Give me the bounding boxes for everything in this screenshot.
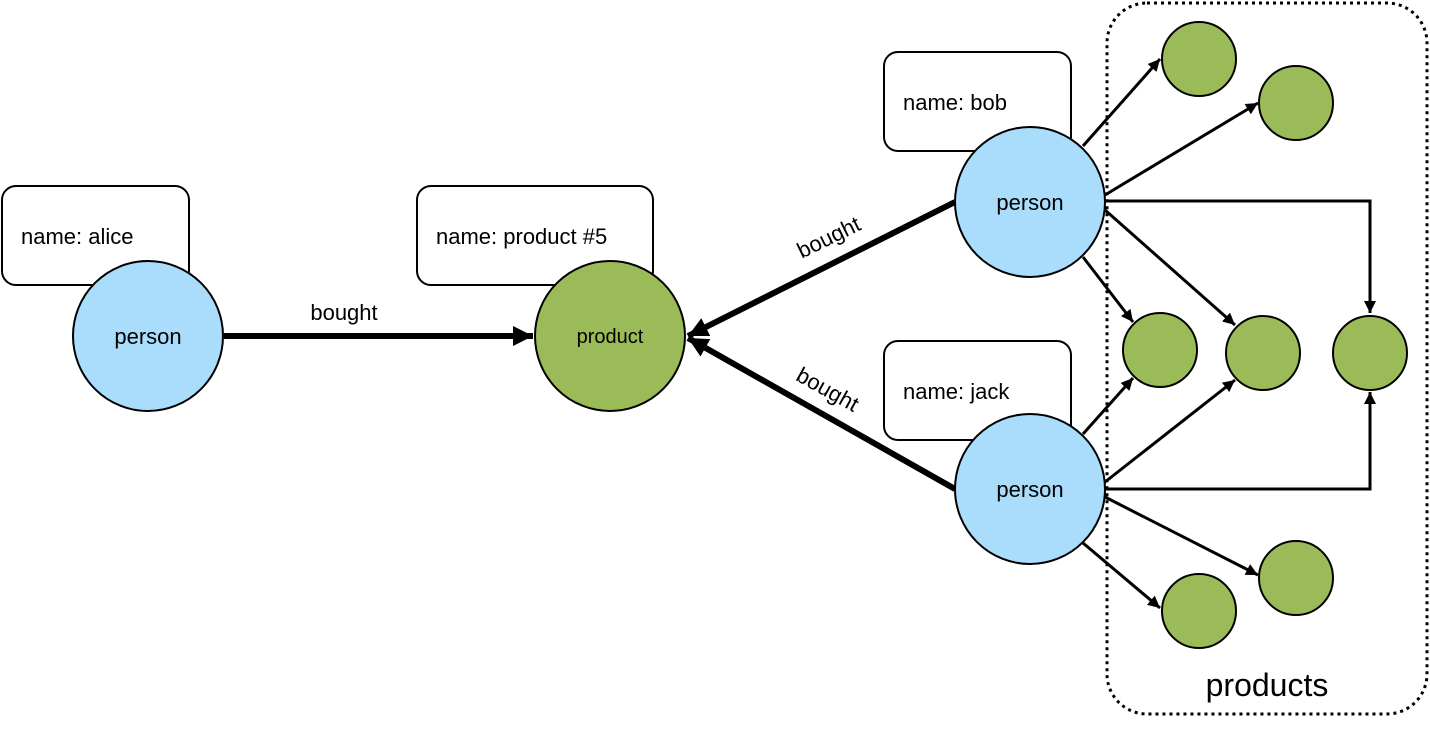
alice-node-label: person xyxy=(114,324,181,349)
product-node xyxy=(534,260,686,412)
jack-edge-1 xyxy=(1081,377,1135,435)
product-circle-6 xyxy=(1258,540,1334,616)
bob-edge-5 xyxy=(1081,256,1135,323)
product-circle-4 xyxy=(1225,315,1301,391)
jack-bought-label: bought xyxy=(792,362,863,416)
product-circle-2 xyxy=(1258,65,1334,141)
jack-edge-2 xyxy=(1104,378,1236,484)
alice-bought-label: bought xyxy=(310,300,377,325)
bob-edge-3 xyxy=(1105,199,1376,313)
product-circle-1 xyxy=(1161,21,1237,97)
jack-edge-4 xyxy=(1104,495,1259,577)
product-circle-5 xyxy=(1332,315,1408,391)
jack-edge-3 xyxy=(1105,392,1376,491)
bob-node-label: person xyxy=(996,190,1063,215)
alice-person-node xyxy=(72,260,224,412)
product-property-box xyxy=(416,185,654,286)
product-node-label: product xyxy=(577,326,644,348)
jack-node-label: person xyxy=(996,477,1063,502)
bob-edge-1 xyxy=(1081,58,1162,147)
bob-person-node xyxy=(954,126,1106,278)
products-group-border xyxy=(1105,1,1429,716)
alice-property-label: name: alice xyxy=(21,224,134,249)
products-group-label: products xyxy=(1206,667,1329,703)
jack-bought-edge xyxy=(686,335,957,492)
bob-property-label: name: bob xyxy=(903,90,1007,115)
jack-edge-5 xyxy=(1082,541,1161,610)
jack-property-label: name: jack xyxy=(903,379,1010,404)
product-property-label: name: product #5 xyxy=(436,224,607,249)
bob-bought-edge xyxy=(686,199,957,339)
bob-edge-4 xyxy=(1104,208,1236,327)
product-circle-7 xyxy=(1161,573,1237,649)
bob-edge-2 xyxy=(1104,101,1259,197)
product-circle-3 xyxy=(1122,312,1198,388)
jack-person-node xyxy=(954,413,1106,565)
